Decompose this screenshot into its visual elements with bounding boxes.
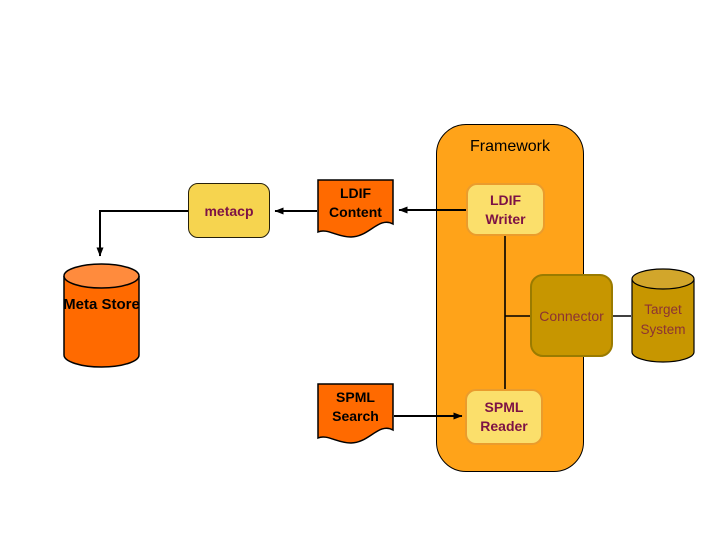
ldif-content-label: LDIF Content [329, 185, 382, 220]
document-shape [317, 383, 394, 444]
cylinder-shape [631, 268, 695, 363]
framework-label: Framework [469, 138, 550, 155]
meta-store-label: Meta Store [63, 296, 140, 313]
ldif-writer-node: LDIF Writer [466, 183, 545, 236]
spml-search-label: SPML Search [332, 389, 379, 424]
cylinder-shape [63, 263, 140, 368]
metacp-node: metacp [188, 183, 270, 238]
connector-node: Connector [530, 274, 613, 357]
target-system-cylinder: Target System [631, 268, 695, 363]
meta-store-cylinder: Meta Store [63, 263, 140, 368]
spml-reader-label: SPML Reader [480, 399, 528, 434]
connector-label: Connector [539, 307, 604, 324]
ldif-content-document: LDIF Content [317, 179, 394, 243]
spml-reader-node: SPML Reader [465, 389, 543, 445]
metacp-label: metacp [204, 202, 254, 219]
document-shape [317, 179, 394, 238]
edge-metacp-to-metastore [96, 210, 188, 257]
target-system-label: Target System [640, 302, 686, 337]
spml-search-document: SPML Search [317, 383, 394, 447]
ldif-writer-label: LDIF Writer [485, 191, 526, 227]
